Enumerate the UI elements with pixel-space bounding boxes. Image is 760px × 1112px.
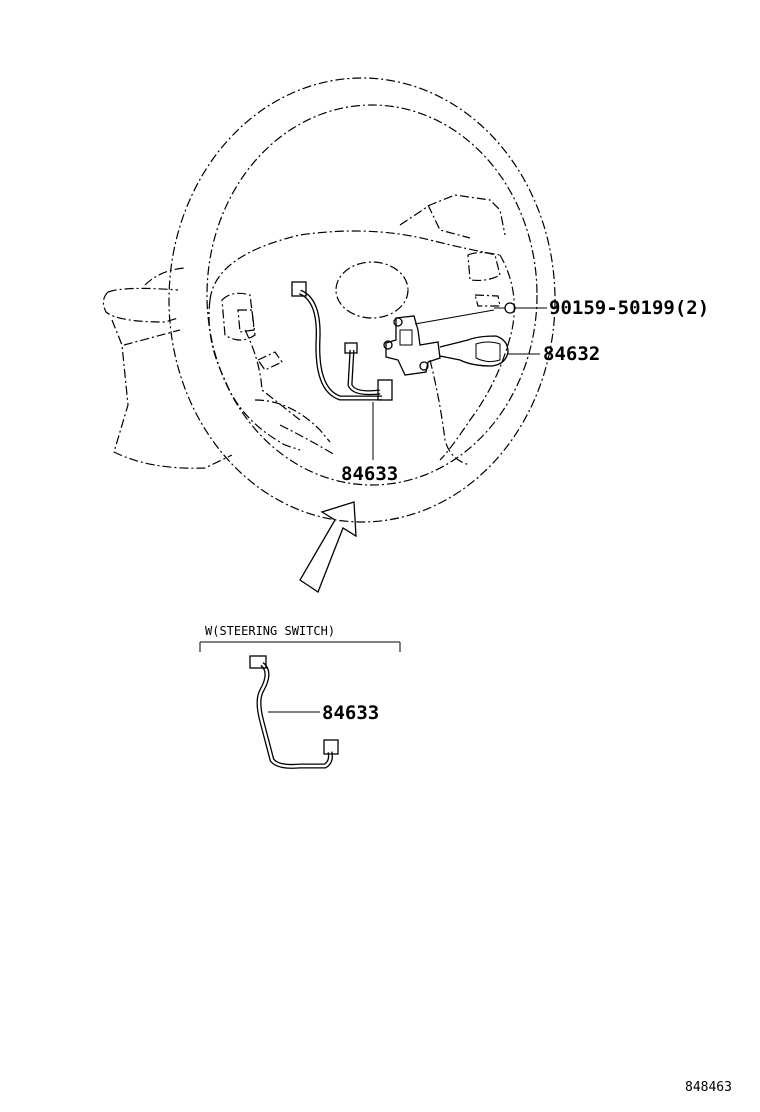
section-label: W(STEERING SWITCH) [205, 624, 335, 638]
screw [494, 302, 516, 314]
part-label-bolt: 90159-50199(2) [549, 297, 709, 319]
steering-switch-assembly [383, 315, 509, 376]
detail-section: W(STEERING SWITCH) [199, 624, 401, 652]
wire-harness-detail [249, 655, 339, 769]
part-label-switch: 84632 [543, 343, 600, 365]
steering-wheel-hub [208, 194, 515, 466]
part-label-harness-main: 84633 [341, 463, 398, 485]
wire-harness-main [291, 281, 393, 401]
steering-column [102, 267, 233, 469]
leader-lines [372, 307, 547, 460]
diagram-id: 848463 [685, 1080, 732, 1095]
steering-wheel-rim [168, 77, 556, 523]
part-label-harness-detail: 84633 [322, 702, 379, 724]
view-arrow [299, 501, 357, 593]
